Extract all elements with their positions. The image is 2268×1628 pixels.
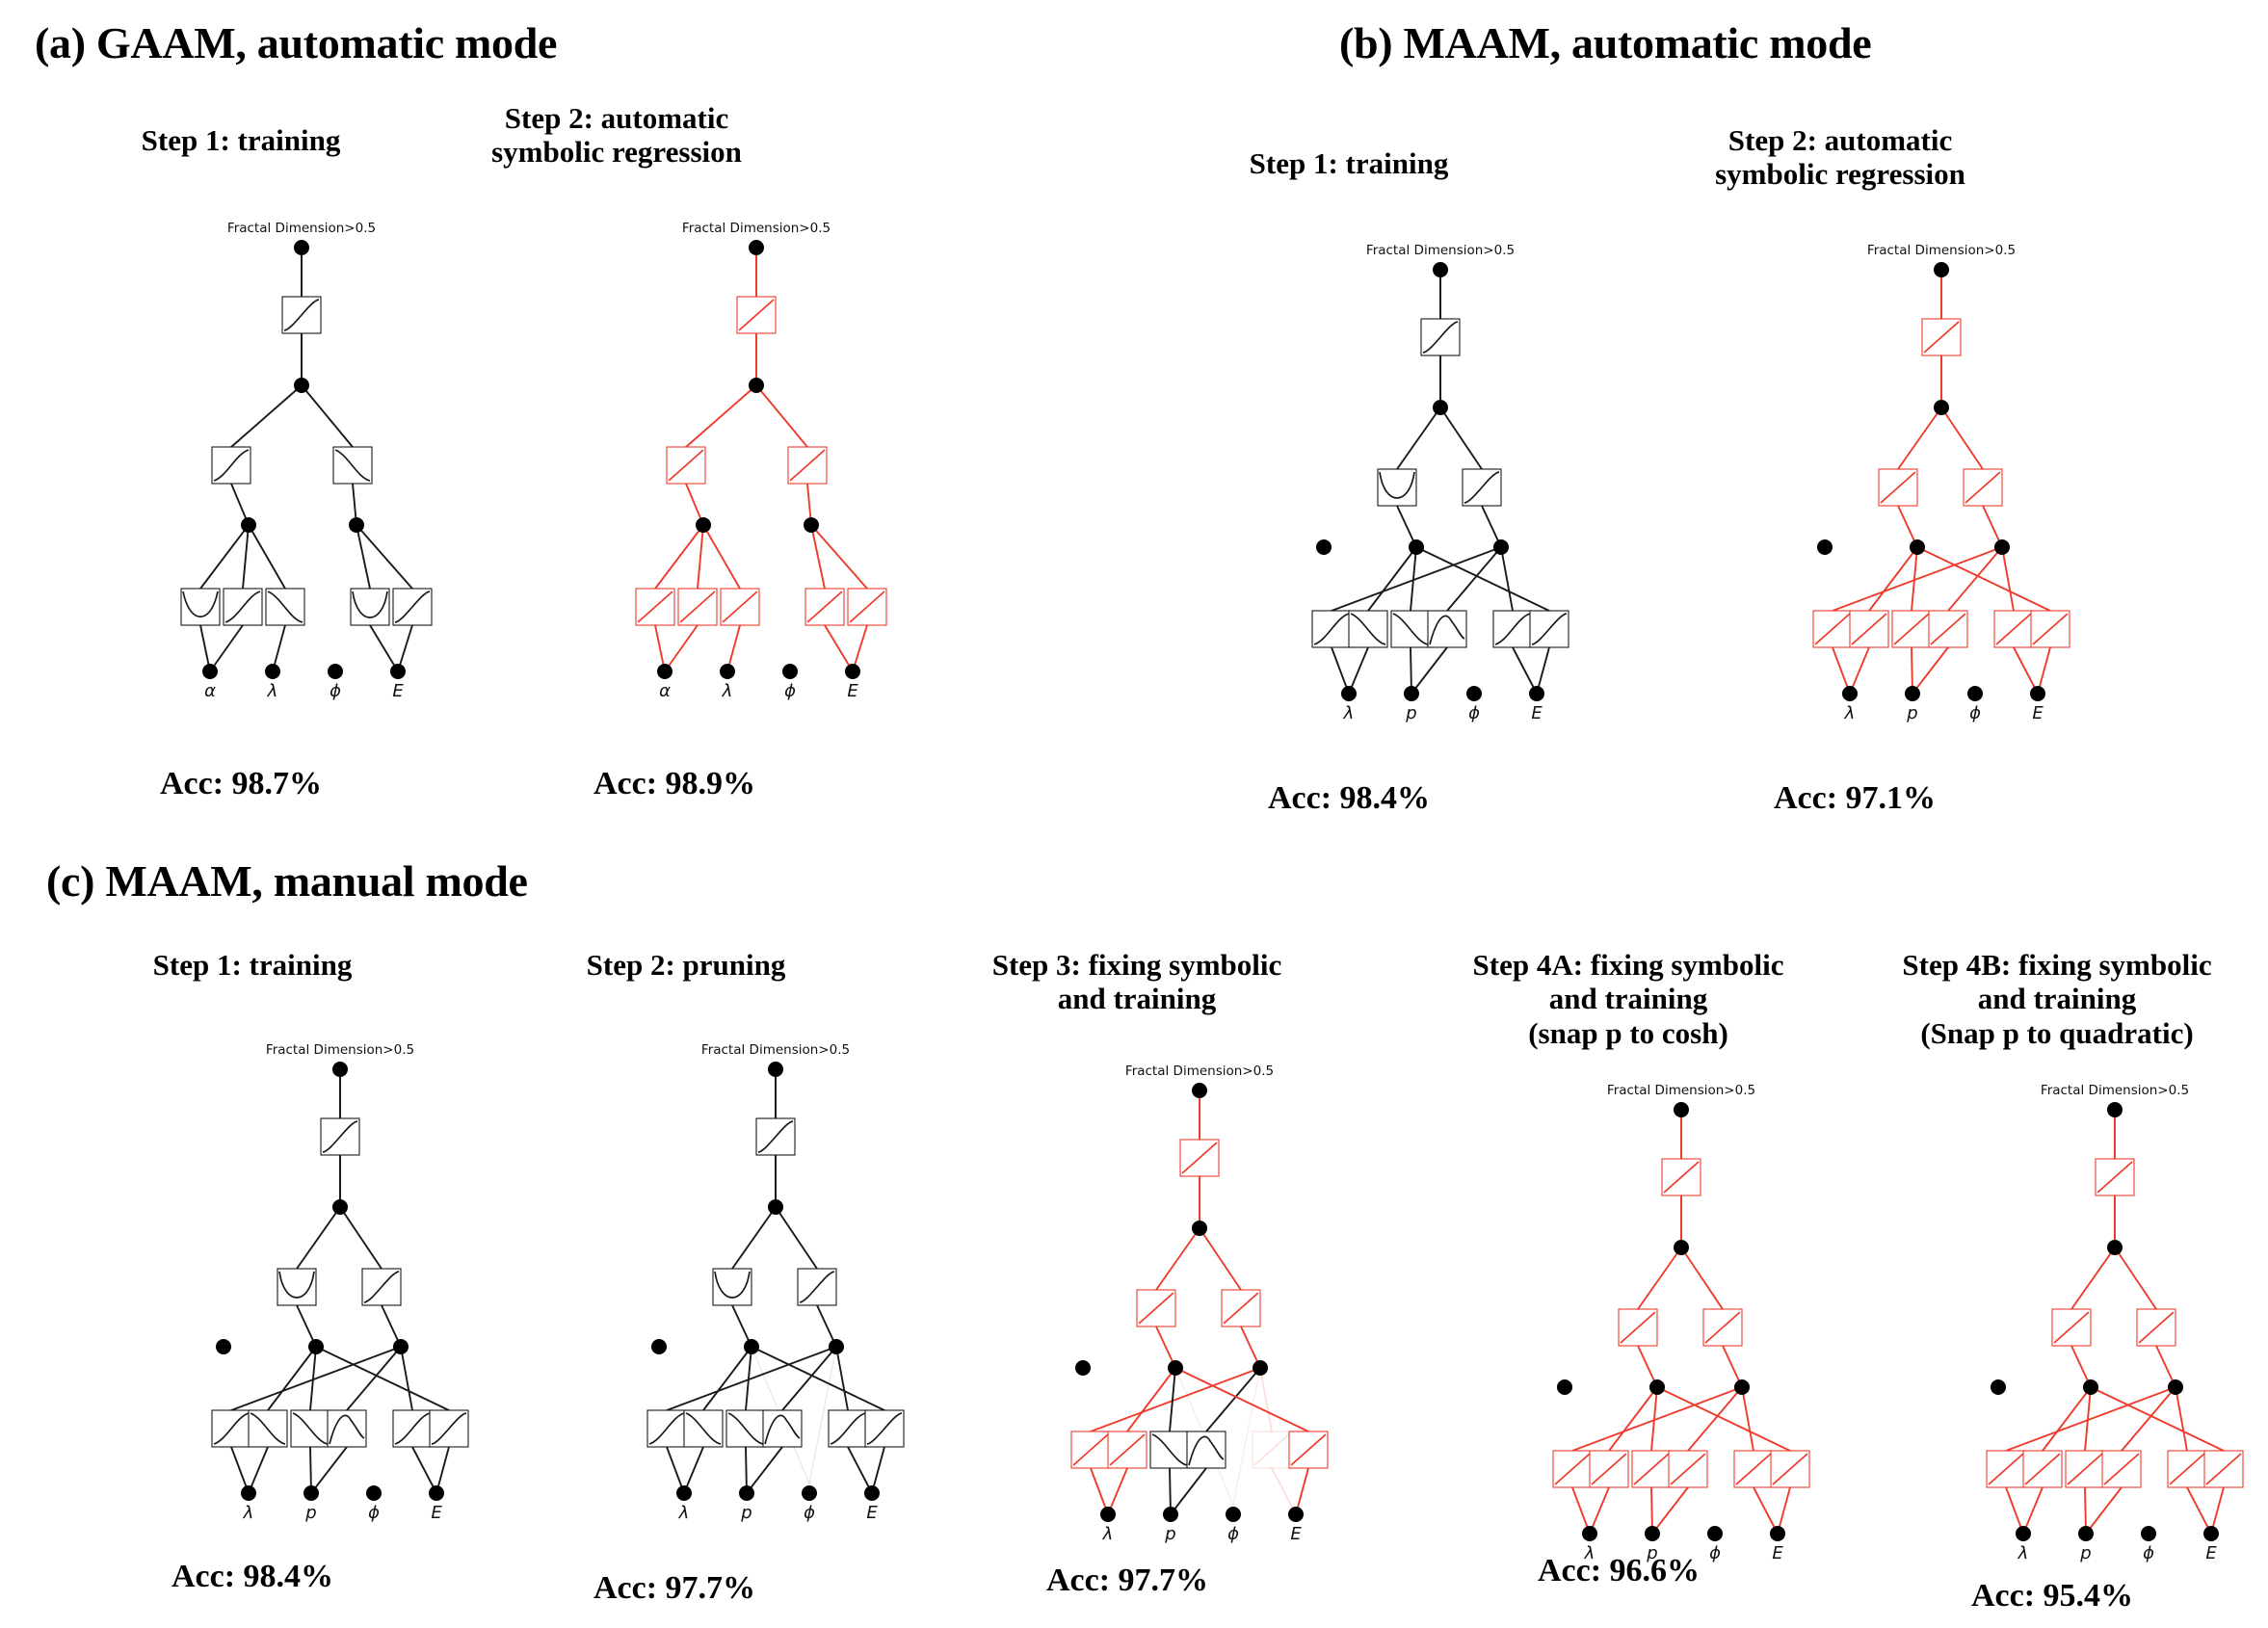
output-caption: Fractal Dimension>0.5 [682, 221, 831, 236]
step-title-maam-auto-step2-symbolic-regression: Step 2: automatic symbolic regression [1715, 123, 1965, 192]
input-label: ϕ [1709, 1543, 1721, 1563]
accuracy-label-maam-manual-step4b-snap-p-quadratic: Acc: 95.4% [1970, 1578, 2134, 1614]
input-label: λ [243, 1503, 254, 1523]
input-label: E [1531, 703, 1543, 723]
output-caption: Fractal Dimension>0.5 [266, 1042, 414, 1058]
kan-diagram-maam-manual-step4b-snap-p-quadratic: λ p ϕ E Fractal Dimension>0.5 [1956, 1069, 2268, 1570]
input-label: E [1290, 1524, 1302, 1544]
output-caption: Fractal Dimension>0.5 [701, 1042, 850, 1058]
input-label: λ [2017, 1543, 2029, 1563]
accuracy-label-maam-manual-step2-pruning: Acc: 97.7% [593, 1570, 756, 1606]
input-label: λ [722, 681, 733, 701]
input-label: ϕ [804, 1503, 815, 1523]
kan-diagram-maam-auto-step1-training: λ p ϕ E Fractal Dimension>0.5 [1281, 229, 1599, 730]
input-label: ϕ [1468, 703, 1480, 723]
output-caption: Fractal Dimension>0.5 [1125, 1063, 1274, 1079]
kan-diagram-maam-manual-step1-training: λ p ϕ E Fractal Dimension>0.5 [181, 1029, 499, 1530]
step-title-maam-manual-step2-pruning: Step 2: pruning [586, 948, 786, 982]
input-label: p [740, 1503, 752, 1523]
input-label: E [392, 681, 404, 701]
input-label: p [1906, 703, 1917, 723]
panel-title-b: (b) MAAM, automatic mode [1339, 18, 1872, 67]
input-label: E [2032, 703, 2044, 723]
input-label: α [659, 681, 671, 701]
input-label: λ [1844, 703, 1856, 723]
output-caption: Fractal Dimension>0.5 [1366, 243, 1515, 258]
output-caption: Fractal Dimension>0.5 [1867, 243, 2016, 258]
input-label: E [2205, 1543, 2217, 1563]
input-label: λ [1102, 1524, 1114, 1544]
step-title-maam-manual-step4b-snap-p-quadratic: Step 4B: fixing symbolic and training (S… [1902, 948, 2212, 1050]
step-title-maam-manual-step4a-snap-p-cosh: Step 4A: fixing symbolic and training (s… [1472, 948, 1784, 1050]
accuracy-label-maam-manual-step1-training: Acc: 98.4% [171, 1559, 334, 1594]
step-title-maam-auto-step1-training: Step 1: training [1249, 146, 1449, 180]
output-caption: Fractal Dimension>0.5 [1607, 1083, 1755, 1098]
input-label: ϕ [1969, 703, 1981, 723]
kan-diagram-gaam-step1-training: α λ ϕ E Fractal Dimension>0.5 [143, 207, 461, 708]
step-title-gaam-step2-symbolic-regression: Step 2: automatic symbolic regression [491, 101, 742, 170]
input-label: E [847, 681, 858, 701]
input-label: p [1164, 1524, 1175, 1544]
accuracy-label-gaam-step2-symbolic-regression: Acc: 98.9% [593, 766, 756, 801]
input-label: λ [267, 681, 278, 701]
input-label: p [1405, 703, 1416, 723]
kan-diagram-maam-manual-step3-fixing-symbolic: λ p ϕ E Fractal Dimension>0.5 [1041, 1050, 1358, 1551]
kan-diagram-maam-manual-step4a-snap-p-cosh: λ p ϕ E Fractal Dimension>0.5 [1522, 1069, 1840, 1570]
input-label: α [204, 681, 216, 701]
input-label: p [304, 1503, 316, 1523]
panel-title-c: (c) MAAM, manual mode [46, 856, 528, 906]
input-label: ϕ [2143, 1543, 2154, 1563]
input-label: ϕ [368, 1503, 380, 1523]
input-label: λ [678, 1503, 690, 1523]
input-label: p [1646, 1543, 1657, 1563]
accuracy-label-maam-auto-step1-training: Acc: 98.4% [1267, 780, 1431, 816]
input-label: p [2079, 1543, 2091, 1563]
kan-diagram-gaam-step2-symbolic-regression: α λ ϕ E Fractal Dimension>0.5 [597, 207, 915, 708]
kan-diagram-maam-manual-step2-pruning: λ p ϕ E Fractal Dimension>0.5 [617, 1029, 935, 1530]
input-label: E [431, 1503, 442, 1523]
step-title-maam-manual-step3-fixing-symbolic: Step 3: fixing symbolic and training [991, 948, 1282, 1016]
step-title-gaam-step1-training: Step 1: training [141, 123, 341, 157]
accuracy-label-maam-manual-step4a-snap-p-cosh: Acc: 96.6% [1537, 1553, 1701, 1589]
input-label: ϕ [330, 681, 341, 701]
accuracy-label-maam-auto-step2-symbolic-regression: Acc: 97.1% [1773, 780, 1937, 816]
accuracy-label-gaam-step1-training: Acc: 98.7% [159, 766, 323, 801]
input-label: E [1772, 1543, 1783, 1563]
output-caption: Fractal Dimension>0.5 [2041, 1083, 2189, 1098]
output-caption: Fractal Dimension>0.5 [227, 221, 376, 236]
kan-diagram-maam-auto-step2-symbolic-regression: λ p ϕ E Fractal Dimension>0.5 [1782, 229, 2100, 730]
input-label: λ [1584, 1543, 1596, 1563]
input-label: E [866, 1503, 878, 1523]
panel-title-a: (a) GAAM, automatic mode [35, 18, 558, 67]
input-label: λ [1343, 703, 1355, 723]
input-label: ϕ [1227, 1524, 1239, 1544]
accuracy-label-maam-manual-step3-fixing-symbolic: Acc: 97.7% [1045, 1562, 1209, 1598]
input-label: ϕ [784, 681, 796, 701]
step-title-maam-manual-step1-training: Step 1: training [152, 948, 353, 982]
